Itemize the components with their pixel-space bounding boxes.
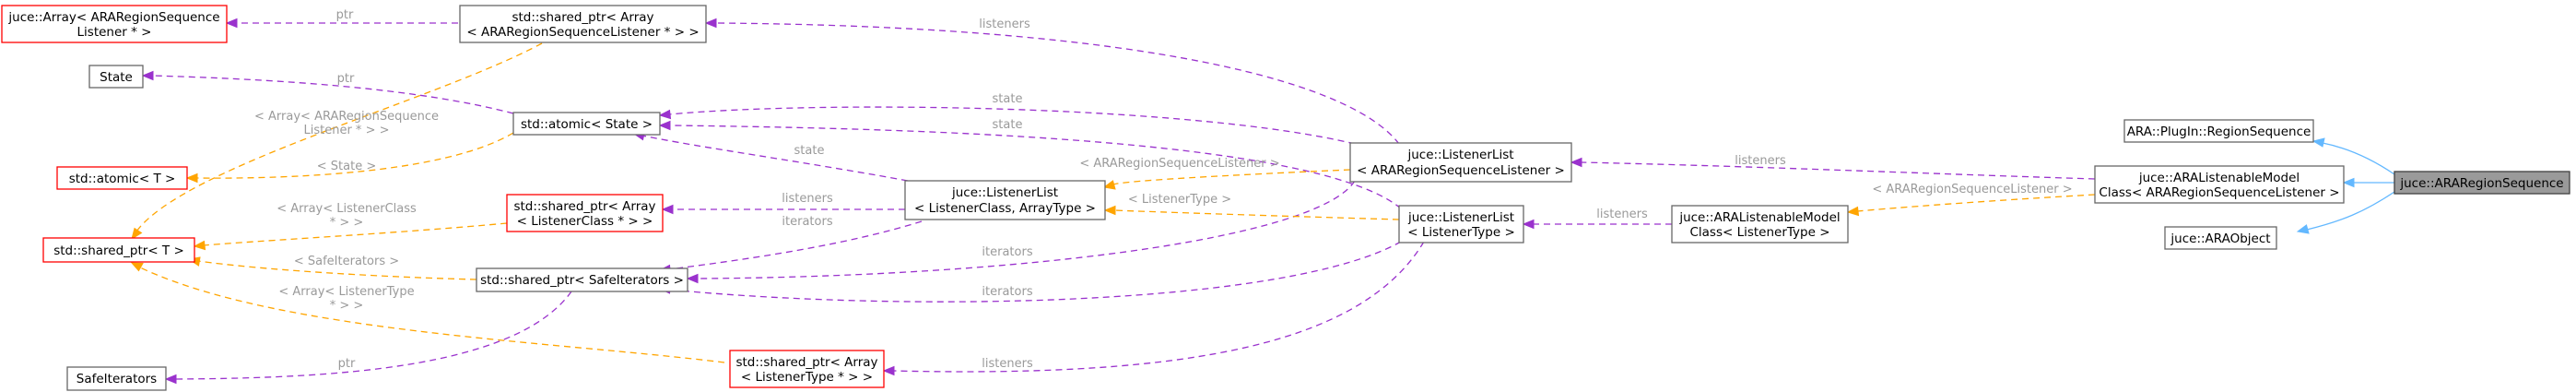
- edge-label: < ARARegionSequenceListener >: [1079, 157, 1279, 171]
- node-listenerlist-ara[interactable]: juce::ListenerList < ARARegionSequenceLi…: [1349, 142, 1572, 183]
- edge-label: listeners: [782, 192, 833, 206]
- edge-listeners-lt: listeners: [882, 241, 1425, 376]
- node-shared-ptr-array-lt[interactable]: std::shared_ptr< Array < ListenerType * …: [729, 350, 885, 388]
- node-label-line: std::shared_ptr< T >: [53, 244, 184, 258]
- node-label-line: juce::ListenerList: [1407, 210, 1514, 225]
- edge-label: ptr: [336, 8, 354, 22]
- node-label-line: std::shared_ptr< Array: [735, 355, 877, 370]
- node-label-line: Listener * >: [77, 25, 152, 40]
- node-label-line: < ListenerType >: [1407, 225, 1515, 240]
- node-label-line: std::shared_ptr< Array: [513, 199, 655, 214]
- edge-label: < State >: [317, 160, 376, 173]
- edge-inherit-plugin: [2311, 137, 2395, 175]
- edge-inherit-object: [2296, 191, 2395, 234]
- edge-tmpl-model: < ARARegionSequenceListener >: [1846, 183, 2096, 217]
- node-plugin-region-sequence[interactable]: ARA::PlugIn::RegionSequence: [2123, 119, 2314, 143]
- edge-label: iterators: [982, 245, 1032, 259]
- edge-tmpl-array-lc: < Array< ListenerClass * > >: [193, 202, 508, 251]
- node-label-line: juce::ARAListenableModel: [1678, 210, 1840, 225]
- edge-label: < Array< ARARegionSequence: [254, 110, 439, 124]
- node-shared-ptr-t[interactable]: std::shared_ptr< T >: [42, 237, 195, 263]
- edge-state-ara: state: [658, 92, 1356, 145]
- node-label-line: juce::ARAObject: [2170, 232, 2270, 246]
- edge-iterators-lc: iterators: [658, 215, 923, 275]
- node-label-line: std::atomic< T >: [69, 172, 176, 186]
- node-label-line: std::shared_ptr< SafeIterators >: [480, 273, 684, 288]
- edge-label: state: [993, 118, 1023, 132]
- edge-label: * > >: [330, 299, 364, 313]
- node-label-line: juce::Array< ARARegionSequence: [7, 10, 219, 25]
- edge-tmpl-safe: < SafeIterators >: [187, 255, 477, 280]
- edge-label: < ARARegionSequenceListener >: [1872, 183, 2072, 196]
- edge-iterators-ara: iterators: [686, 180, 1356, 284]
- edge-tmpl-lc-lt: < ListenerType >: [1103, 193, 1400, 220]
- node-shared-ptr-safe[interactable]: std::shared_ptr< SafeIterators >: [476, 267, 688, 292]
- node-atomic-state[interactable]: std::atomic< State >: [512, 112, 661, 136]
- edge-label: < Array< ListenerClass: [276, 202, 417, 216]
- node-safe-iterators[interactable]: SafeIterators: [66, 366, 167, 391]
- edge-listeners-lt-model: listeners: [1522, 208, 1672, 230]
- edge-listeners-ara-model: listeners: [1570, 154, 2096, 180]
- edge-label: < SafeIterators >: [294, 255, 399, 268]
- node-shared-ptr-array-ara[interactable]: std::shared_ptr< Array < ARARegionSequen…: [459, 5, 707, 43]
- edge-state-lc: state: [632, 130, 909, 182]
- node-label-line: juce::ARARegionSequence: [2399, 176, 2563, 191]
- edge-label: state: [993, 92, 1023, 106]
- node-label-line: juce::ListenerList: [1406, 148, 1513, 162]
- node-listenable-ara[interactable]: juce::ARAListenableModel Class< ARARegio…: [2094, 165, 2345, 204]
- node-label-line: < ARARegionSequenceListener >: [1357, 163, 1565, 178]
- edge-label: listeners: [1735, 154, 1786, 168]
- node-atomic-t[interactable]: std::atomic< T >: [56, 166, 188, 190]
- node-label-line: < ARARegionSequenceListener * > >: [466, 25, 699, 40]
- edge-label: iterators: [982, 285, 1032, 299]
- edge-ptr-safe: ptr: [164, 291, 572, 385]
- node-ara-region-sequence[interactable]: juce::ARARegionSequence: [2394, 171, 2570, 195]
- node-label-line: juce::ARAListenableModel: [2138, 171, 2300, 185]
- edge-tmpl-array-lt: < Array< ListenerType * > >: [130, 262, 725, 363]
- edge-label: listeners: [1596, 208, 1648, 221]
- edge-label: listeners: [979, 18, 1030, 31]
- node-label-line: Class< ARARegionSequenceListener >: [2099, 185, 2339, 200]
- edge-ptr-state: ptr: [141, 70, 514, 114]
- node-label-line: ARA::PlugIn::RegionSequence: [2127, 125, 2311, 139]
- node-state[interactable]: State: [88, 65, 144, 89]
- edge-label: < Array< ListenerType: [278, 285, 414, 299]
- node-label-line: SafeIterators: [76, 372, 157, 386]
- node-label-line: State: [100, 70, 133, 85]
- edge-inherit-model: [2342, 177, 2394, 188]
- node-listenable-lt[interactable]: juce::ARAListenableModel Class< Listener…: [1671, 205, 1849, 244]
- node-listenerlist-lc[interactable]: juce::ListenerList < ListenerClass, Arra…: [904, 180, 1106, 220]
- node-label-line: std::atomic< State >: [521, 117, 653, 132]
- edge-label: listeners: [982, 357, 1033, 371]
- node-shared-ptr-array-lc[interactable]: std::shared_ptr< Array < ListenerClass *…: [506, 194, 664, 232]
- node-label-line: std::shared_ptr< Array: [512, 10, 653, 25]
- edge-label: ptr: [337, 72, 355, 86]
- edge-label: Listener * > >: [304, 124, 390, 137]
- edge-label: iterators: [782, 215, 832, 229]
- edge-ptr-array: ptr: [225, 8, 458, 29]
- edge-listeners-lc: listeners: [661, 192, 905, 215]
- edge-tmpl-atomic-state: < State >: [185, 132, 514, 184]
- node-listenerlist-lt[interactable]: juce::ListenerList < ListenerType >: [1398, 205, 1524, 244]
- edge-tmpl-lc-ara: < ARARegionSequenceListener >: [1079, 157, 1351, 190]
- node-ara-object[interactable]: juce::ARAObject: [2164, 226, 2277, 250]
- edge-state-lt: state: [658, 118, 1402, 209]
- edge-label: ptr: [338, 357, 356, 371]
- node-label-line: juce::ListenerList: [951, 185, 1058, 200]
- node-label-line: < ListenerClass * > >: [517, 214, 653, 229]
- edge-label: < ListenerType >: [1128, 193, 1231, 207]
- edge-listeners-top: listeners: [704, 18, 1400, 145]
- node-label-line: Class< ListenerType >: [1689, 225, 1829, 240]
- node-label-line: < ListenerType * > >: [741, 370, 873, 385]
- edge-label: * > >: [330, 216, 364, 230]
- node-juce-array-listener[interactable]: juce::Array< ARARegionSequence Listener …: [1, 5, 228, 43]
- node-label-line: < ListenerClass, ArrayType >: [914, 201, 1096, 216]
- edge-label: state: [794, 144, 825, 158]
- edge-tmpl-array-ara: < Array< ARARegionSequence Listener * > …: [131, 42, 543, 241]
